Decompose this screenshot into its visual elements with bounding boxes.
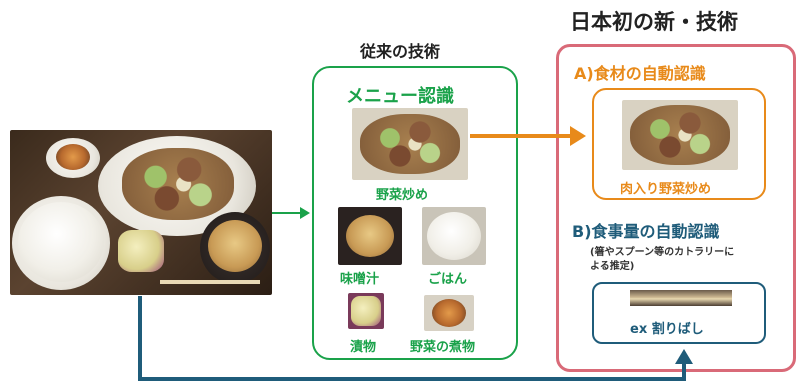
meal-photo — [10, 130, 272, 295]
orange-arrowhead — [570, 126, 586, 146]
chopsticks-label: ex 割りばし — [630, 322, 704, 337]
simmered-vegetables — [56, 144, 90, 170]
chopsticks-thumb — [630, 290, 732, 306]
item-label-pickles: 漬物 — [350, 340, 377, 355]
item-label-stirfry: 野菜炒め — [376, 188, 429, 203]
item-label-nimono: 野菜の煮物 — [410, 340, 476, 355]
conventional-box — [312, 66, 518, 360]
nimono-thumb — [424, 295, 474, 331]
chopsticks — [160, 280, 260, 284]
newtech-box — [556, 44, 796, 372]
ingredient-label: 肉入り野菜炒め — [620, 182, 712, 197]
chopsticks-box — [592, 282, 766, 344]
item-label-miso: 味噌汁 — [340, 272, 380, 287]
miso-soup — [208, 220, 262, 272]
rice-food — [18, 202, 104, 282]
blue-arrow — [138, 296, 686, 381]
rice-thumb — [422, 207, 486, 265]
conventional-title: 従来の技術 — [360, 42, 441, 61]
stirfry-thumb — [352, 108, 468, 180]
pickles — [118, 230, 164, 272]
newtech-b-title: B)食事量の自動認識 — [572, 222, 720, 241]
item-label-rice: ごはん — [428, 272, 468, 287]
newtech-a-title: A)食材の自動認識 — [574, 64, 706, 83]
newtech-b-sub2: よる推定) — [590, 261, 635, 272]
ingredient-box — [592, 88, 766, 200]
blue-arrowhead — [675, 349, 693, 364]
menu-recognition-title: メニュー認識 — [346, 86, 454, 107]
green-arrowhead — [300, 207, 310, 219]
page-title: 日本初の新・技術 — [570, 10, 738, 34]
ingredient-thumb — [622, 100, 738, 170]
miso-thumb — [338, 207, 402, 265]
stirfry-food — [122, 148, 234, 220]
pickles-thumb — [348, 293, 384, 329]
newtech-b-sub1: (箸やスプーン等のカトラリーに — [590, 247, 735, 258]
